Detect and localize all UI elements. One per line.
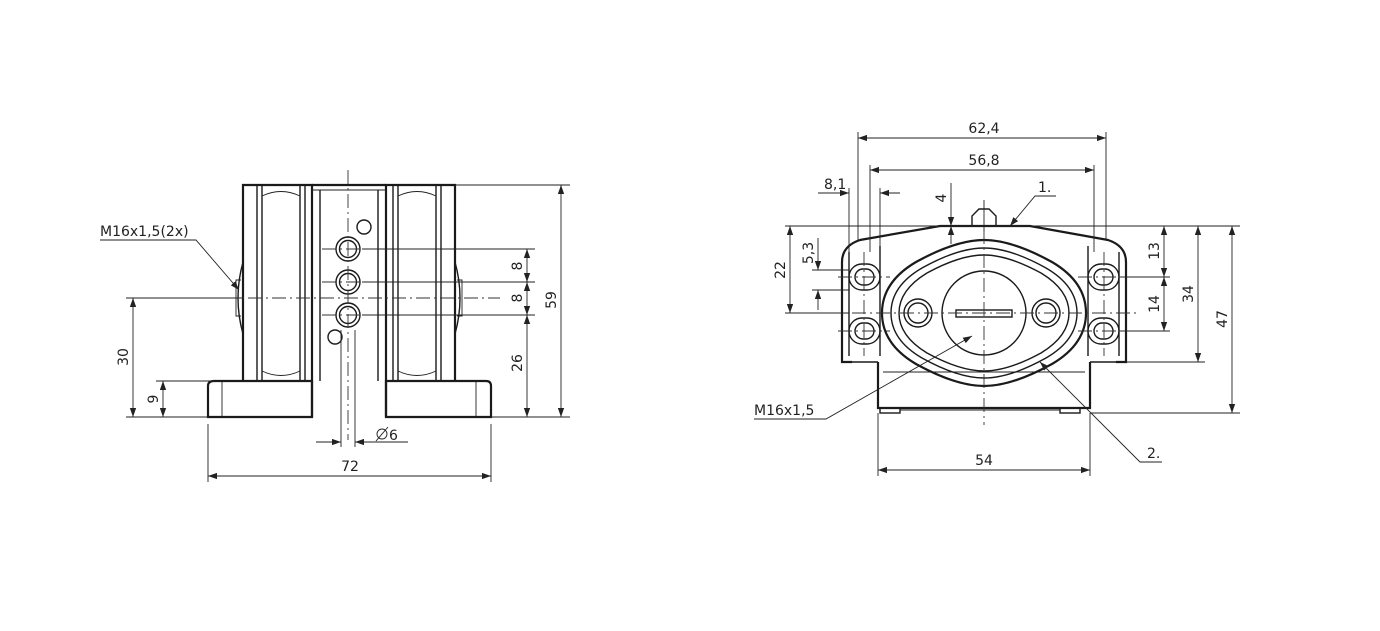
hole-small-bottom <box>327 329 343 345</box>
dim-26: 26 <box>510 354 526 372</box>
dim-62-4: 62,4 <box>968 121 999 137</box>
thread-leader-side <box>754 335 973 420</box>
dim-8-1: 8,1 <box>824 177 846 193</box>
dim-14: 14 <box>1147 295 1163 313</box>
diameter-symbol <box>375 426 389 442</box>
side-view: 62,4 56,8 8,1 4 22 5,3 13 14 34 47 54 M1… <box>754 121 1240 476</box>
front-body-left <box>241 183 314 417</box>
dim-8b: 8 <box>510 294 526 303</box>
dim-30: 30 <box>116 348 132 366</box>
dim-56-8: 56,8 <box>968 153 999 169</box>
front-view: M16x1,5(2x) 59 8 8 26 30 9 72 6 <box>100 170 570 482</box>
callout-2-leader <box>1039 361 1162 463</box>
dim-8a: 8 <box>510 262 526 271</box>
callout-1: 1. <box>1038 180 1051 196</box>
dim-59: 59 <box>544 291 560 309</box>
front-body-right <box>384 183 457 417</box>
front-base-right <box>384 379 493 419</box>
dim-72: 72 <box>341 459 359 475</box>
dim-54: 54 <box>975 453 993 469</box>
callout-1-leader <box>1009 195 1056 227</box>
callout-2: 2. <box>1147 446 1160 462</box>
front-base-left <box>206 379 314 419</box>
dim-4: 4 <box>934 193 950 202</box>
hole-small-top <box>356 219 372 235</box>
front-thread-label: M16x1,5(2x) <box>100 224 189 240</box>
dim-dia-6: 6 <box>389 428 398 444</box>
thread-leader-front <box>100 239 240 291</box>
dim-22: 22 <box>773 261 789 279</box>
dim-9: 9 <box>146 395 162 404</box>
dim-47: 47 <box>1215 310 1231 328</box>
dim-34: 34 <box>1181 285 1197 303</box>
dim-5-3: 5,3 <box>801 242 817 264</box>
side-thread-label: M16x1,5 <box>754 403 814 419</box>
dim-13: 13 <box>1147 242 1163 260</box>
